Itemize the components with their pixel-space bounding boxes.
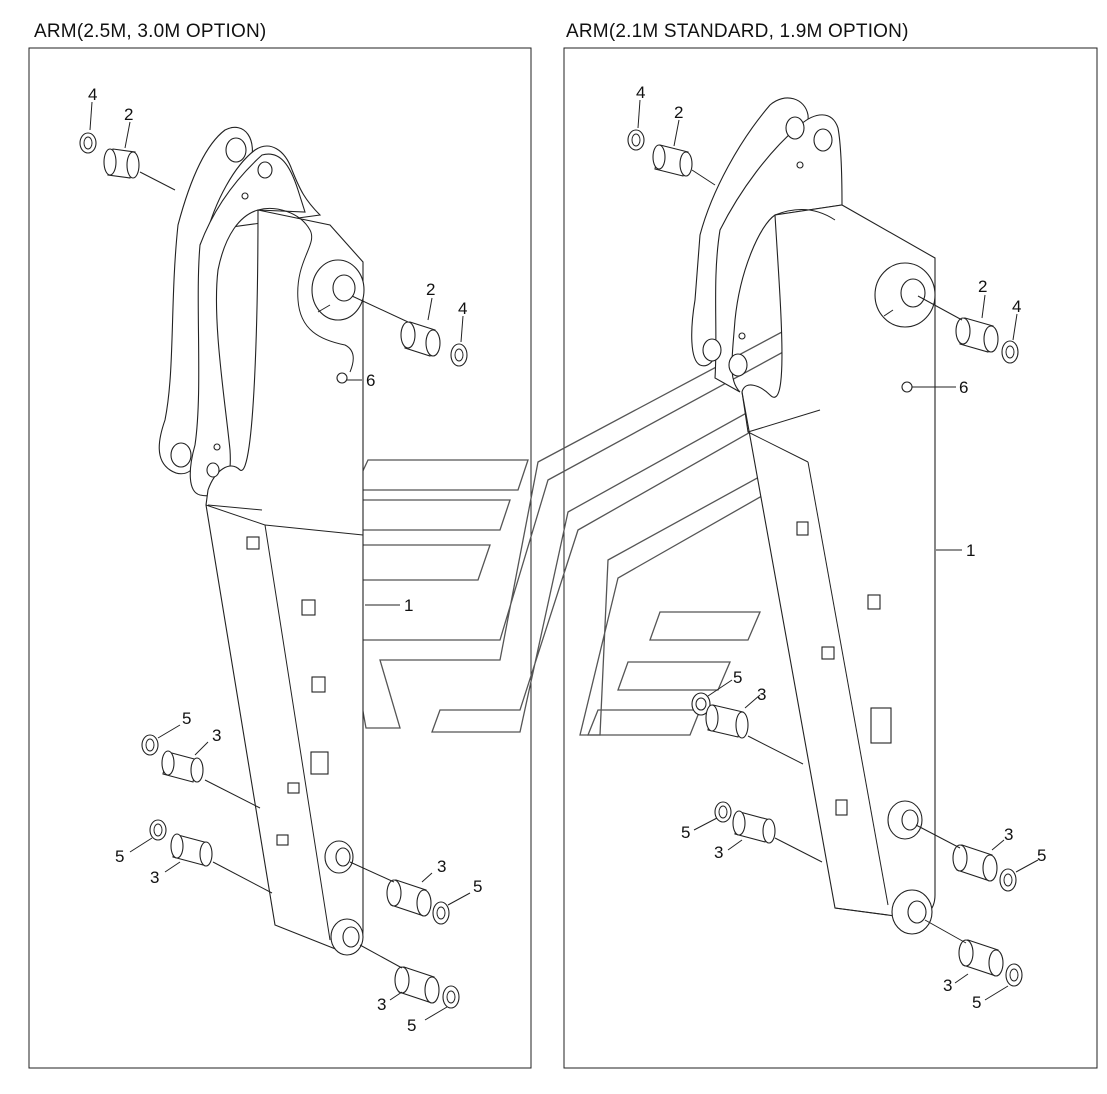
panel-title-right: ARM(2.1M STANDARD, 1.9M OPTION) bbox=[566, 21, 909, 42]
callout-1: 1 bbox=[966, 541, 975, 560]
callout-4: 4 bbox=[88, 85, 97, 104]
callout-1: 1 bbox=[404, 596, 413, 615]
callout-3: 3 bbox=[150, 868, 159, 887]
parts-left bbox=[79, 101, 471, 1021]
ring-part-4-left-top bbox=[79, 132, 97, 154]
callout-2: 2 bbox=[674, 103, 683, 122]
callout-5: 5 bbox=[733, 668, 742, 687]
panel-title-left: ARM(2.5M, 3.0M OPTION) bbox=[34, 21, 267, 42]
callouts-right: 4 2 2 4 6 1 5 3 5 3 3 5 3 5 bbox=[636, 83, 1046, 1012]
panel-frame-right bbox=[563, 47, 1098, 1069]
callout-5: 5 bbox=[115, 847, 124, 866]
callout-3: 3 bbox=[437, 857, 446, 876]
callout-5: 5 bbox=[182, 709, 191, 728]
parts-right bbox=[627, 99, 1039, 1001]
callout-3: 3 bbox=[714, 843, 723, 862]
callout-4: 4 bbox=[1012, 297, 1021, 316]
callout-4: 4 bbox=[636, 83, 645, 102]
callout-5: 5 bbox=[972, 993, 981, 1012]
callout-4: 4 bbox=[458, 299, 467, 318]
watermark-logo bbox=[307, 298, 843, 736]
callout-5: 5 bbox=[407, 1016, 416, 1035]
callout-6: 6 bbox=[366, 371, 375, 390]
callout-3: 3 bbox=[1004, 825, 1013, 844]
callout-2: 2 bbox=[124, 105, 133, 124]
callout-5: 5 bbox=[473, 877, 482, 896]
callout-5: 5 bbox=[1037, 846, 1046, 865]
callout-5: 5 bbox=[681, 823, 690, 842]
callout-6: 6 bbox=[959, 378, 968, 397]
callouts-left: 4 2 2 4 6 1 5 3 5 3 3 5 3 5 bbox=[88, 85, 482, 1035]
callout-3: 3 bbox=[377, 995, 386, 1014]
arm-left bbox=[158, 126, 365, 956]
callout-2: 2 bbox=[978, 277, 987, 296]
arm-right bbox=[691, 97, 936, 935]
panel-frame-left bbox=[28, 47, 532, 1069]
callout-3: 3 bbox=[757, 685, 766, 704]
callout-3: 3 bbox=[212, 726, 221, 745]
callout-2: 2 bbox=[426, 280, 435, 299]
callout-3: 3 bbox=[943, 976, 952, 995]
